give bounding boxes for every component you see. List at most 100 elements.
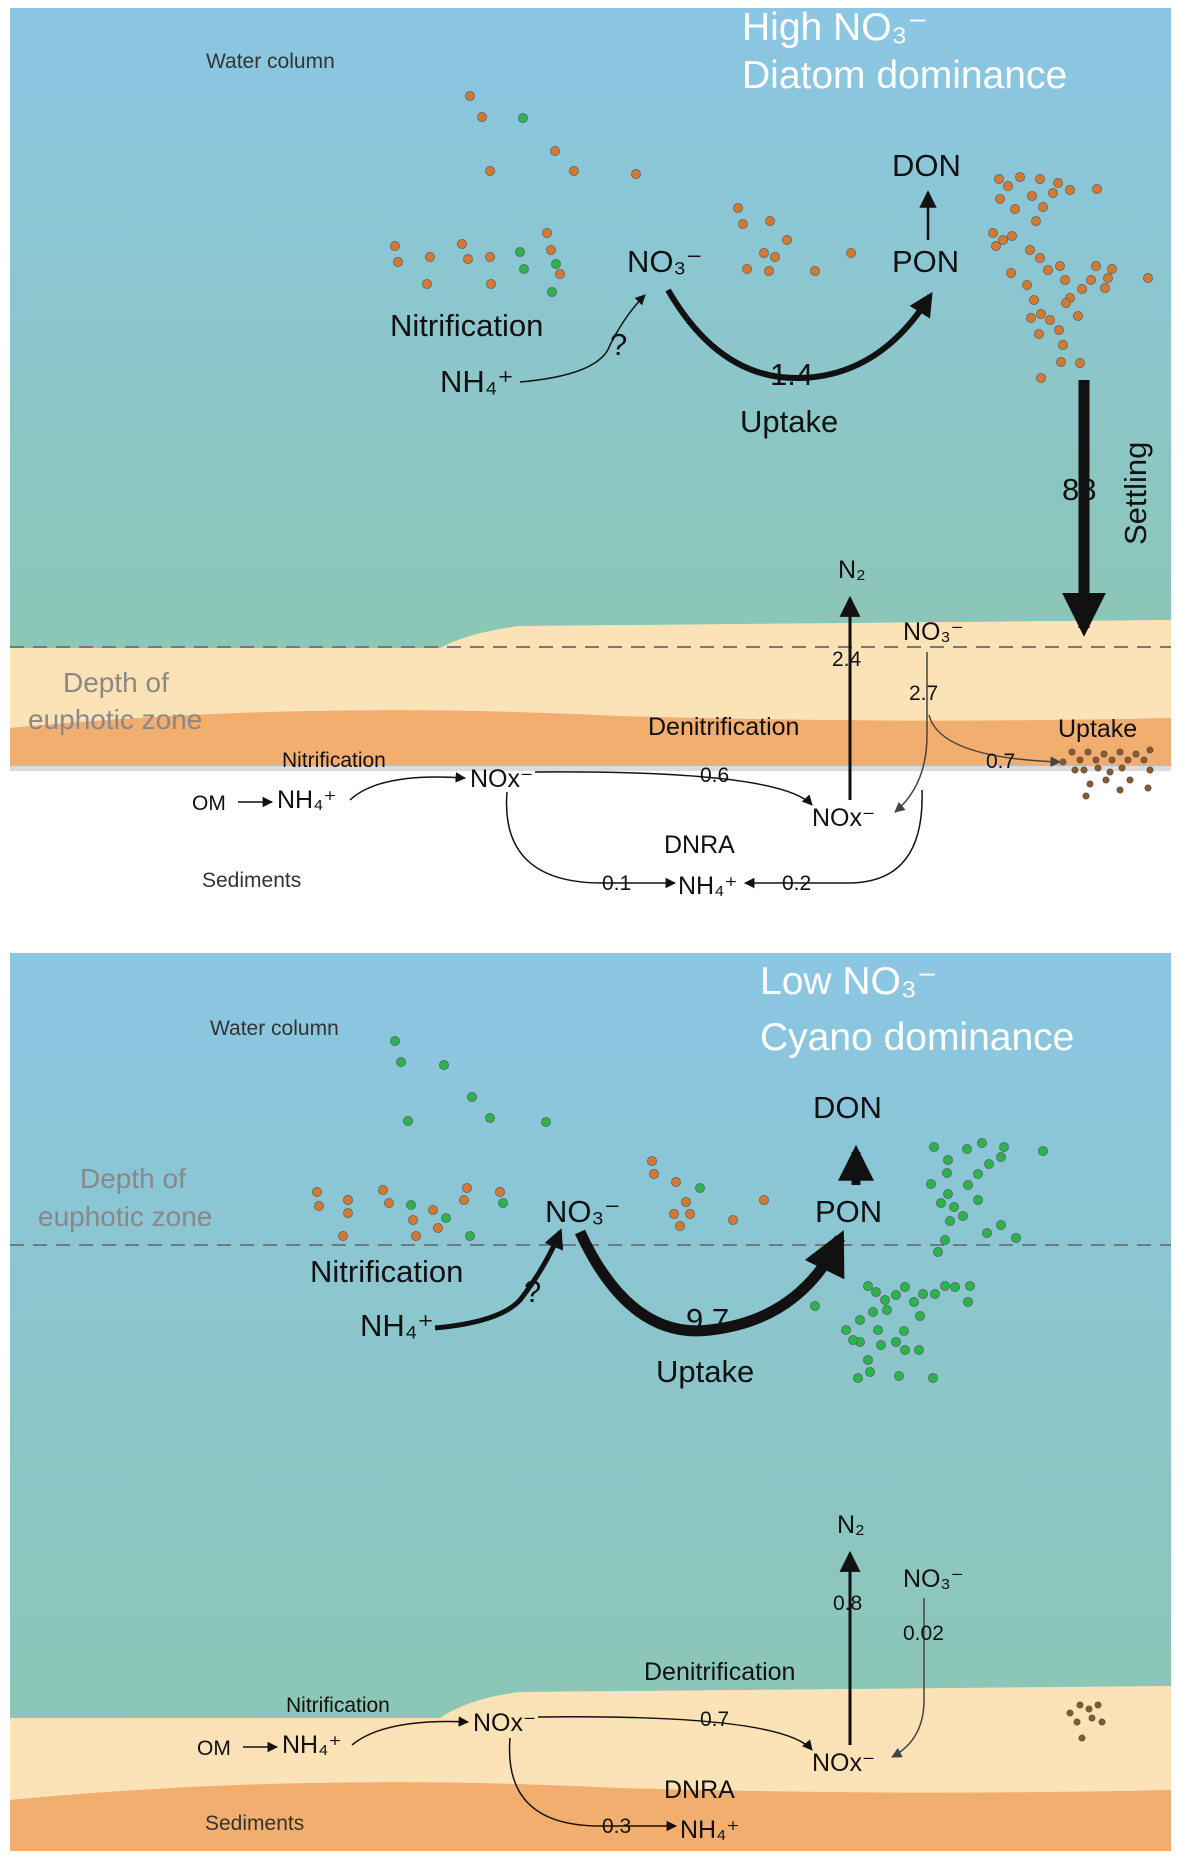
- cyanobacteria-cell: [984, 1159, 994, 1169]
- diatom-cell: [343, 1208, 353, 1218]
- settled-particle: [1076, 756, 1084, 764]
- settled-particle: [1082, 792, 1090, 800]
- diatom-cell: [1086, 275, 1096, 285]
- cyanobacteria-cell: [915, 1311, 925, 1321]
- diatom-cell: [457, 239, 467, 249]
- diatom-cell: [378, 1185, 388, 1195]
- cyanobacteria-cell: [945, 1216, 955, 1226]
- diatom-cell: [685, 1209, 695, 1219]
- diatom-cell: [1054, 325, 1064, 335]
- settled-particle: [1116, 748, 1124, 756]
- cyanobacteria-cell: [894, 1371, 904, 1381]
- settled-particle: [1144, 784, 1152, 792]
- nitrification-arrow: [434, 1228, 564, 1331]
- diatom-cell: [759, 1195, 769, 1205]
- nh4-label: NH₄⁺: [440, 364, 514, 399]
- cyanobacteria-cell: [403, 1116, 413, 1126]
- diatom-cell: [1075, 358, 1085, 368]
- euphotic-label-line2: euphotic zone: [38, 1201, 212, 1232]
- diatom-cell: [764, 266, 774, 276]
- diatom-cell: [343, 1195, 353, 1205]
- cyanobacteria-cell: [515, 247, 525, 257]
- cyanobacteria-cell: [868, 1307, 878, 1317]
- don-label: DON: [813, 1090, 882, 1125]
- dnra-nh4-label: NH₄⁺: [680, 1816, 740, 1844]
- sed-nitrification-arrow: [349, 772, 467, 801]
- cyanobacteria-cell: [940, 1281, 950, 1291]
- uptake-arrow: [665, 288, 933, 382]
- dnra-left-flux: 0.3: [602, 1815, 631, 1838]
- settled-particle: [1071, 766, 1079, 774]
- panel-high-no3: High NO₃⁻ Diatom dominance Water column …: [10, 6, 1171, 900]
- cyanobacteria-cell: [943, 1155, 953, 1165]
- diatom-cell: [1053, 178, 1063, 188]
- settled-particle: [1094, 764, 1102, 772]
- diatom-cell: [338, 1231, 348, 1241]
- cyanobacteria-cell: [695, 1183, 705, 1193]
- settled-particle: [1140, 756, 1148, 764]
- diatom-cell: [1100, 283, 1110, 293]
- cyanobacteria-cell: [973, 1195, 983, 1205]
- diatom-cell: [1026, 313, 1036, 323]
- cyanobacteria-cell: [541, 1117, 551, 1127]
- diatom-cell: [1035, 174, 1045, 184]
- diatom-cell: [810, 266, 820, 276]
- nox-to-nox-arrow: [537, 1716, 813, 1751]
- cyanobacteria-cell: [498, 1198, 508, 1208]
- cyanobacteria-cell: [949, 1202, 959, 1212]
- no3-flux: 0.02: [903, 1622, 944, 1645]
- dnra-right-flux: 0.2: [782, 872, 811, 895]
- diatom-cell: [770, 252, 780, 262]
- panel-heading-line1: Low NO₃⁻: [760, 960, 937, 1003]
- diatom-cell: [1060, 275, 1070, 285]
- uptake-value: 1.4: [770, 357, 813, 392]
- cyanobacteria-cell: [871, 1287, 881, 1297]
- cyanobacteria-cell: [863, 1281, 873, 1291]
- cyanobacteria-cell: [876, 1340, 886, 1350]
- panel-heading-line1: High NO₃⁻: [742, 6, 928, 49]
- sed-uptake-label: Uptake: [1058, 715, 1137, 743]
- sed-uptake-value: 0.7: [986, 750, 1015, 773]
- cyanobacteria-cell: [899, 1326, 909, 1336]
- diatom-cell: [1058, 340, 1068, 350]
- settled-particle: [1088, 1714, 1096, 1722]
- diatom-cell: [465, 91, 475, 101]
- dnra-label: DNRA: [664, 831, 735, 859]
- uptake-value: 9.7: [686, 1302, 729, 1337]
- cyanobacteria-cell: [950, 1282, 960, 1292]
- settled-particle: [1100, 750, 1108, 758]
- diatom-cell: [1007, 231, 1017, 241]
- cyanobacteria-cell: [918, 1289, 928, 1299]
- diatom-cell: [390, 241, 400, 251]
- diatom-cell: [495, 1187, 505, 1197]
- om-label: OM: [197, 1737, 231, 1760]
- cyanobacteria-cell: [929, 1142, 939, 1152]
- diatom-cell: [681, 1197, 691, 1207]
- don-label: DON: [892, 148, 961, 183]
- settling-label: Settling: [1118, 442, 1153, 545]
- diatom-cell: [675, 1221, 685, 1231]
- nox-nox-flux: 0.7: [700, 1708, 729, 1731]
- diatom-cell: [485, 166, 495, 176]
- diatom-cell: [1031, 216, 1041, 226]
- settled-particle: [1098, 1718, 1106, 1726]
- cyanobacteria-cell: [962, 1144, 972, 1154]
- nox-left-label: NOx⁻: [470, 765, 533, 793]
- diatom-cell: [550, 146, 560, 156]
- diatom-cell: [1073, 311, 1083, 321]
- diatom-cell: [998, 235, 1008, 245]
- nox-left-label: NOx⁻: [473, 1709, 536, 1737]
- uptake-label: Uptake: [656, 1354, 754, 1389]
- diatom-cell: [1055, 261, 1065, 271]
- cyanobacteria-cell: [996, 1220, 1006, 1230]
- diatom-cell: [1036, 309, 1046, 319]
- om-label: OM: [192, 792, 226, 815]
- n2-flux: 2.4: [832, 648, 862, 671]
- dnra-label: DNRA: [664, 1776, 735, 1804]
- diatom-cell: [422, 279, 432, 289]
- diatom-cell: [1107, 264, 1117, 274]
- diatom-cell: [995, 194, 1005, 204]
- cyanobacteria-cell: [441, 1213, 451, 1223]
- question-mark: ?: [524, 1274, 541, 1309]
